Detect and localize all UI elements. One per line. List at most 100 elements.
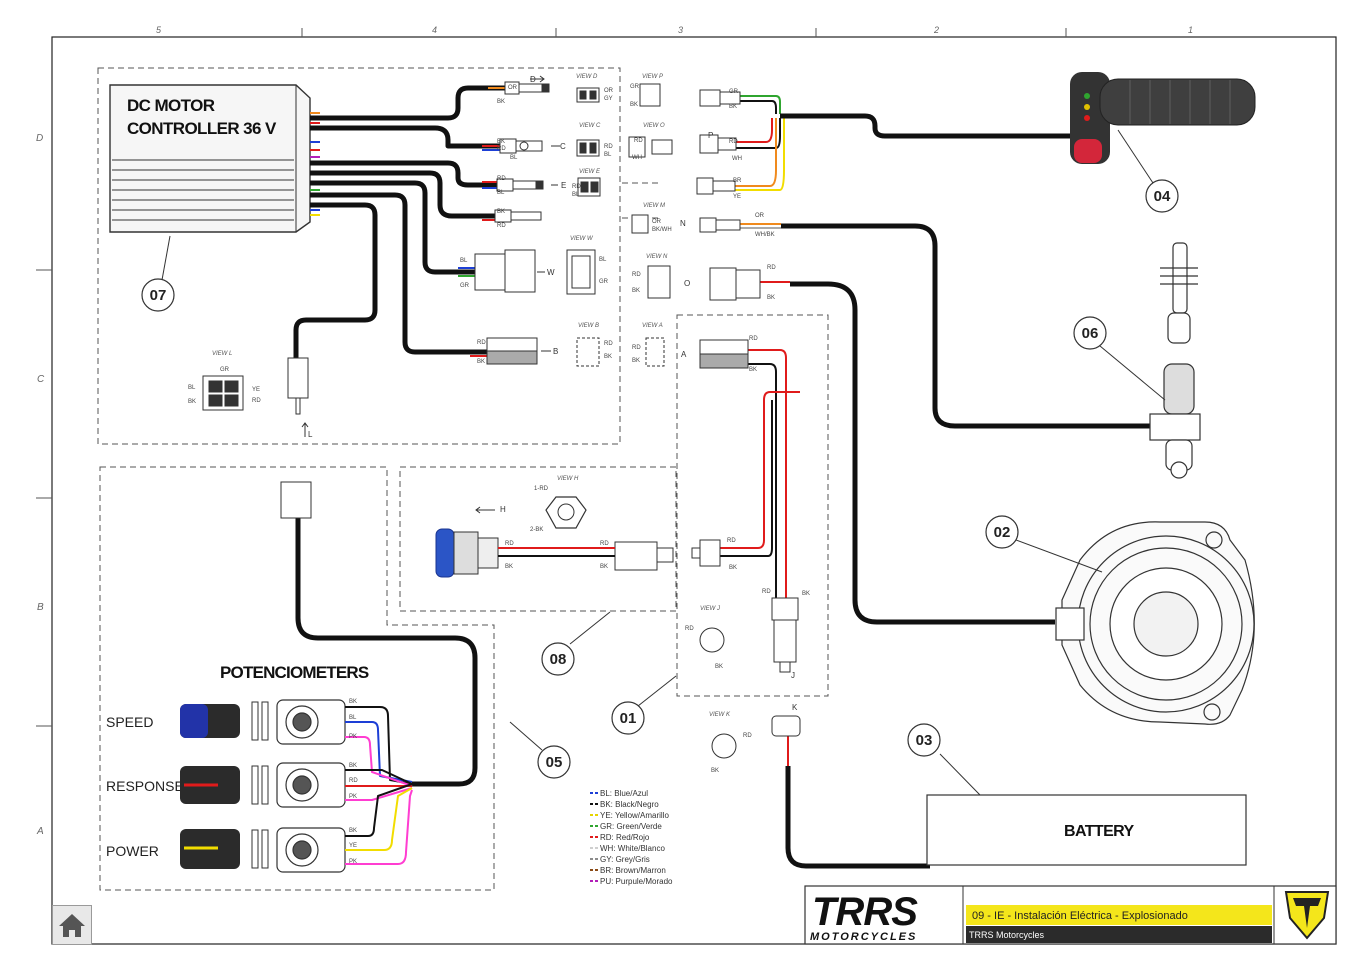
col-label: 3: [678, 25, 683, 35]
view-label: VIEW C: [579, 123, 601, 129]
connector-label: P: [708, 131, 713, 140]
controller-title: DC MOTOR: [127, 96, 215, 115]
wire-code: YE: [349, 843, 357, 849]
brand-emblem-icon: [1284, 891, 1330, 940]
legend-item: WH: White/Blanco: [600, 844, 665, 853]
wire-code: BK/WH: [652, 227, 672, 233]
wire-to-W: [310, 180, 475, 275]
wire-code: RD: [505, 541, 514, 547]
wire-code: BL: [599, 257, 607, 263]
view-label: VIEW A: [642, 323, 663, 329]
wire-code: BL: [604, 152, 612, 158]
wire-code: WH: [732, 156, 742, 162]
wire-code: BK: [349, 828, 357, 834]
connector-label: E: [561, 181, 566, 190]
wire-code: GR: [630, 84, 640, 90]
view-label: VIEW P: [642, 74, 663, 80]
view-label: VIEW J: [700, 606, 721, 612]
wire-code: BK: [632, 288, 640, 294]
wire-to-motor: [790, 281, 1055, 625]
wire-code: RD: [600, 541, 609, 547]
wire-code: BK: [497, 209, 505, 215]
wire-code: RD: [497, 146, 506, 152]
group-01-outline: [676, 314, 829, 697]
wire-code: RD: [634, 138, 643, 144]
connector-label: C: [560, 142, 566, 151]
wire-code: BK: [497, 99, 505, 105]
wire-code: GR: [460, 283, 470, 289]
wire-code: BK: [349, 699, 357, 705]
response-label: RESPONSE: [106, 778, 184, 794]
wire-code: BL: [460, 258, 468, 264]
wire-code: RD: [497, 223, 506, 229]
callout-05: 05: [546, 754, 563, 771]
wire-code: OR: [652, 219, 662, 225]
connector-label: A: [681, 350, 687, 359]
wire-code: RD: [729, 139, 738, 145]
view-label: VIEW W: [570, 236, 594, 242]
wire-code: RD: [727, 538, 736, 544]
wire-code: RD: [572, 184, 581, 190]
wire-code: WH: [632, 155, 642, 161]
wire-to-L: [293, 202, 378, 358]
wire-code: OR: [604, 88, 614, 94]
wire-code: RD: [743, 733, 752, 739]
wire-code: BK: [802, 591, 810, 597]
connector-label: L: [308, 430, 313, 439]
view-label: VIEW D: [576, 74, 598, 80]
wire-code: BL: [510, 155, 518, 161]
wire-code: RD: [767, 265, 776, 271]
view-label: VIEW E: [579, 169, 601, 175]
wire-code: PK: [349, 859, 357, 865]
wire-code: RD: [252, 398, 261, 404]
wire-code: RD: [632, 345, 641, 351]
view-label: VIEW H: [557, 476, 579, 482]
wire-code: BK: [505, 564, 513, 570]
drawing-title: 09 - IE - Instalación Eléctrica - Explos…: [972, 910, 1188, 922]
wire-code: PK: [349, 794, 357, 800]
legend-item: RD: Red/Rojo: [600, 833, 650, 842]
col-label: 1: [1188, 25, 1193, 35]
wire-code: BK: [349, 763, 357, 769]
wire-to-B: [310, 192, 487, 355]
view-label: VIEW M: [643, 203, 665, 209]
view-label: VIEW B: [578, 323, 599, 329]
col-label: 5: [156, 25, 162, 35]
row-label: B: [37, 602, 44, 613]
row-label: D: [36, 133, 43, 144]
drawing-frame: [51, 36, 1337, 945]
wire-code: RD: [632, 272, 641, 278]
col-label: 2: [933, 25, 939, 35]
wire-code: RD: [749, 336, 758, 342]
callout-02: 02: [994, 524, 1011, 541]
wire-code: BK: [600, 564, 608, 570]
wire-code: RD: [349, 778, 358, 784]
brand-logo-sub: MOTORCYCLES: [810, 931, 917, 943]
wire-code: BK: [715, 664, 723, 670]
title-block: 09 - IE - Instalación Eléctrica - Explos…: [804, 885, 1337, 945]
potentiometers-title: POTENCIOMETERS: [220, 663, 369, 682]
group-05-outline: [99, 466, 495, 891]
legend-item: GR: Green/Verde: [600, 822, 662, 831]
hub-motor: [1055, 521, 1255, 725]
wire-code: OR: [508, 85, 518, 91]
legend-item: BK: Black/Negro: [600, 800, 659, 809]
power-label: POWER: [106, 843, 159, 859]
callout-04: 04: [1154, 188, 1171, 205]
row-label: C: [37, 374, 45, 385]
wire-code: GR: [220, 367, 230, 373]
col-label: 4: [432, 25, 437, 35]
wire-code: BK: [711, 768, 719, 774]
grid-top: [301, 28, 1067, 37]
wire-code: GY: [604, 96, 613, 102]
wire-code: 1-RD: [534, 486, 549, 492]
home-button[interactable]: [52, 905, 92, 945]
callout-07: 07: [150, 287, 167, 304]
callout-03: 03: [916, 732, 933, 749]
wire-code: 2-BK: [530, 527, 543, 533]
sensor-h: [435, 496, 615, 578]
wire-code: RD: [604, 144, 613, 150]
home-icon: [59, 914, 85, 937]
battery: BATTERY: [926, 794, 1247, 866]
brand-logo: TRRS: [812, 890, 918, 934]
